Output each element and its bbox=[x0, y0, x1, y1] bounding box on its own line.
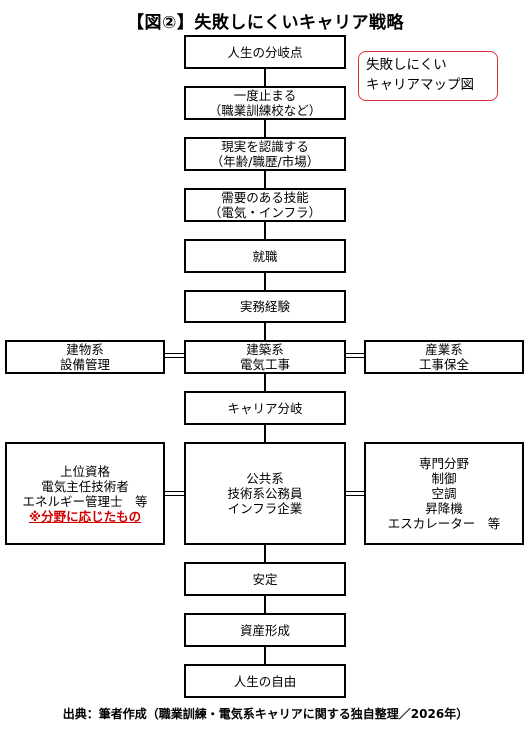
box-sublabel: 電気工事 bbox=[239, 357, 290, 372]
connector-3 bbox=[264, 171, 266, 188]
double-connector-right-lower bbox=[346, 491, 364, 496]
box-building-facility: 建物系 設備管理 bbox=[5, 340, 165, 374]
box-label: 実務経験 bbox=[239, 299, 290, 314]
double-connector-left-upper bbox=[165, 353, 184, 358]
box-sublabel: （年齢/職歴/市場） bbox=[210, 154, 320, 169]
box-label: 就職 bbox=[252, 248, 278, 264]
box-specialized-fields: 専門分野 制御 空調 昇降機 エスカレーター 等 bbox=[364, 442, 524, 545]
box-sublabel: エスカレーター 等 bbox=[387, 516, 501, 531]
double-connector-left-lower bbox=[165, 491, 184, 496]
box-sublabel: インフラ企業 bbox=[227, 501, 303, 516]
box-public-sector: 公共系 技術系公務員 インフラ企業 bbox=[184, 442, 346, 545]
box-sublabel: （電気・インフラ） bbox=[208, 205, 322, 220]
box-sublabel: エネルギー管理士 等 bbox=[22, 493, 148, 509]
box-recognize-reality: 現実を認識する （年齢/職歴/市場） bbox=[184, 137, 346, 171]
connector-2 bbox=[264, 120, 266, 137]
box-sublabel: 制御 bbox=[431, 471, 457, 486]
source-caption: 出典：筆者作成（職業訓練・電気系キャリアに関する独自整理／2026年） bbox=[62, 707, 469, 721]
box-label: 産業系 bbox=[425, 342, 463, 357]
box-label: 公共系 bbox=[246, 471, 284, 486]
box-label: 需要のある技能 bbox=[221, 190, 309, 205]
map-callout: 失敗しにくい キャリアマップ図 bbox=[358, 51, 498, 101]
diagram-title: 【図②】失敗しにくいキャリア戦略 bbox=[126, 13, 405, 33]
box-sublabel: 空調 bbox=[431, 486, 457, 501]
connector-7 bbox=[264, 374, 266, 391]
box-sublabel: 昇降機 bbox=[425, 501, 463, 516]
box-label: 安定 bbox=[252, 571, 278, 587]
box-sublabel: （職業訓練校など） bbox=[208, 103, 322, 118]
box-sublabel: 技術系公務員 bbox=[227, 486, 303, 501]
box-label: 建物系 bbox=[66, 342, 104, 357]
box-sublabel: 電気主任技術者 bbox=[41, 478, 129, 494]
connector-9 bbox=[264, 545, 266, 562]
box-label: 資産形成 bbox=[239, 622, 290, 638]
connector-4 bbox=[264, 222, 266, 239]
callout-line: 失敗しにくい bbox=[366, 57, 447, 73]
box-label: 上位資格 bbox=[59, 463, 110, 479]
connector-8 bbox=[264, 425, 266, 442]
box-stability: 安定 bbox=[184, 562, 346, 596]
box-pause: 一度止まる （職業訓練校など） bbox=[184, 86, 346, 120]
double-connector-right-upper bbox=[346, 353, 364, 358]
box-practical-experience: 実務経験 bbox=[184, 290, 346, 323]
connector-5 bbox=[264, 273, 266, 290]
box-label: 現実を認識する bbox=[221, 139, 309, 154]
box-label: キャリア分岐 bbox=[227, 400, 303, 416]
box-life-crossroads: 人生の分岐点 bbox=[184, 35, 346, 69]
box-label: 専門分野 bbox=[418, 456, 469, 471]
connector-10 bbox=[264, 596, 266, 613]
box-in-demand-skills: 需要のある技能 （電気・インフラ） bbox=[184, 188, 346, 222]
connector-1 bbox=[264, 69, 266, 86]
box-career-branch: キャリア分岐 bbox=[184, 391, 346, 425]
box-label: 人生の自由 bbox=[233, 673, 297, 689]
box-higher-qualifications: 上位資格 電気主任技術者 エネルギー管理士 等 ※分野に応じたもの bbox=[5, 442, 165, 545]
box-employment: 就職 bbox=[184, 239, 346, 273]
box-asset-building: 資産形成 bbox=[184, 613, 346, 647]
box-construction: 建築系 電気工事 bbox=[184, 340, 346, 374]
connector-6 bbox=[264, 323, 266, 340]
box-life-freedom: 人生の自由 bbox=[184, 664, 346, 698]
box-label: 一度止まる bbox=[233, 88, 297, 103]
box-sublabel: 設備管理 bbox=[59, 357, 110, 372]
box-sublabel: 工事保全 bbox=[418, 357, 469, 372]
box-label: 建築系 bbox=[246, 342, 284, 357]
box-label: 人生の分岐点 bbox=[227, 44, 303, 60]
accent-note: ※分野に応じたもの bbox=[28, 508, 142, 524]
connector-11 bbox=[264, 647, 266, 664]
box-industrial-maintenance: 産業系 工事保全 bbox=[364, 340, 524, 374]
callout-line: キャリアマップ図 bbox=[366, 77, 474, 93]
